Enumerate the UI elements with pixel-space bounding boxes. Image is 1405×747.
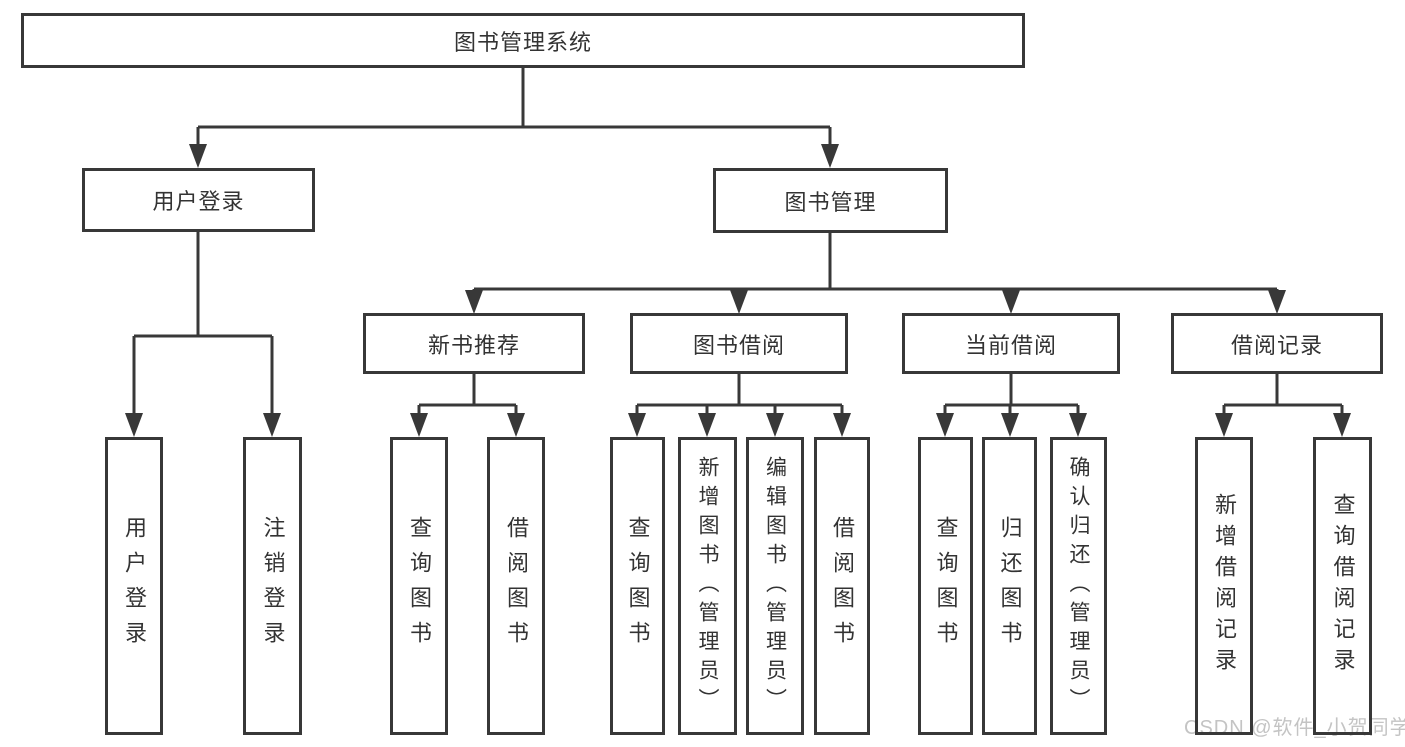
arrowhead <box>465 290 483 314</box>
leaf-label: 查询图书 <box>933 516 959 656</box>
leaf-label: 用户登录 <box>122 516 147 656</box>
node-book-borrow: 图书借阅 <box>630 313 848 374</box>
arrowhead <box>766 413 784 437</box>
node-label: 当前借阅 <box>964 332 1057 358</box>
connector-borrow-records-to-leaves <box>1215 374 1351 437</box>
node-label: 图书管理 <box>784 189 877 215</box>
connector-current-borrow-to-leaves <box>936 374 1087 437</box>
arrowhead <box>833 413 851 437</box>
arrowhead <box>263 413 281 437</box>
leaf-label: 查询借阅记录 <box>1330 493 1356 679</box>
arrowhead <box>698 413 716 437</box>
connector-book-management-to-level3 <box>465 233 1286 314</box>
leaf-user-login: 用户登录 <box>105 437 163 735</box>
node-book-management: 图书管理 <box>713 168 948 233</box>
csdn-watermark: CSDN @软件_小贺同学 <box>1184 717 1405 739</box>
node-label: 借阅记录 <box>1230 332 1323 358</box>
arrowhead <box>628 413 646 437</box>
leaf-query-books-borrow: 查询图书 <box>610 437 665 735</box>
leaf-label: 新增借阅记录 <box>1212 493 1237 679</box>
arrowhead <box>1001 413 1019 437</box>
leaf-label: 注销登录 <box>260 516 286 656</box>
leaf-borrow-books-borrow: 借阅图书 <box>814 437 870 735</box>
leaf-borrow-books-recommend: 借阅图书 <box>487 437 545 735</box>
leaf-query-books-current: 查询图书 <box>918 437 973 735</box>
leaf-confirm-return-admin: 确认归还（管理员） <box>1050 437 1107 735</box>
leaf-label: 查询图书 <box>407 516 432 656</box>
node-borrow-records: 借阅记录 <box>1171 313 1383 374</box>
leaf-logout-login: 注销登录 <box>243 437 302 735</box>
arrowhead <box>1002 290 1020 314</box>
leaf-label: 确认归还（管理员） <box>1067 455 1090 717</box>
node-label: 用户登录 <box>152 189 245 214</box>
node-current-borrow: 当前借阅 <box>902 313 1120 374</box>
node-library-management-system: 图书管理系统 <box>21 13 1025 68</box>
leaf-query-books-recommend: 查询图书 <box>390 437 448 735</box>
node-label: 图书借阅 <box>692 332 785 358</box>
connector-user-login-to-leaves <box>125 232 281 437</box>
leaf-add-borrow-record: 新增借阅记录 <box>1195 437 1253 735</box>
leaf-return-books: 归还图书 <box>982 437 1037 735</box>
arrowhead <box>189 144 207 168</box>
leaf-label: 新增图书（管理员） <box>696 455 719 717</box>
leaf-label: 借阅图书 <box>504 516 529 656</box>
arrowhead <box>1069 413 1087 437</box>
arrowhead <box>410 413 428 437</box>
arrowhead <box>1268 290 1286 314</box>
node-label: 新书推荐 <box>427 332 520 358</box>
leaf-label: 归还图书 <box>997 516 1023 656</box>
arrowhead <box>1333 413 1351 437</box>
leaf-label: 编辑图书（管理员） <box>763 455 787 717</box>
connector-book-borrow-to-leaves <box>628 374 851 437</box>
node-user-login: 用户登录 <box>82 168 315 232</box>
arrowhead <box>730 290 748 314</box>
arrowhead <box>1215 413 1233 437</box>
node-label: 图书管理系统 <box>453 29 592 55</box>
connector-root-to-level2 <box>189 68 839 168</box>
leaf-label: 借阅图书 <box>830 516 855 656</box>
arrowhead <box>821 144 839 168</box>
arrowhead <box>507 413 525 437</box>
node-new-book-recommend: 新书推荐 <box>363 313 585 374</box>
arrowhead <box>125 413 143 437</box>
connector-new-book-recommend-to-leaves <box>410 374 525 437</box>
leaf-add-books-admin: 新增图书（管理员） <box>678 437 737 735</box>
leaf-label: 查询图书 <box>625 516 651 656</box>
arrowhead <box>936 413 954 437</box>
leaf-edit-books-admin: 编辑图书（管理员） <box>746 437 804 735</box>
leaf-query-borrow-record: 查询借阅记录 <box>1313 437 1372 735</box>
